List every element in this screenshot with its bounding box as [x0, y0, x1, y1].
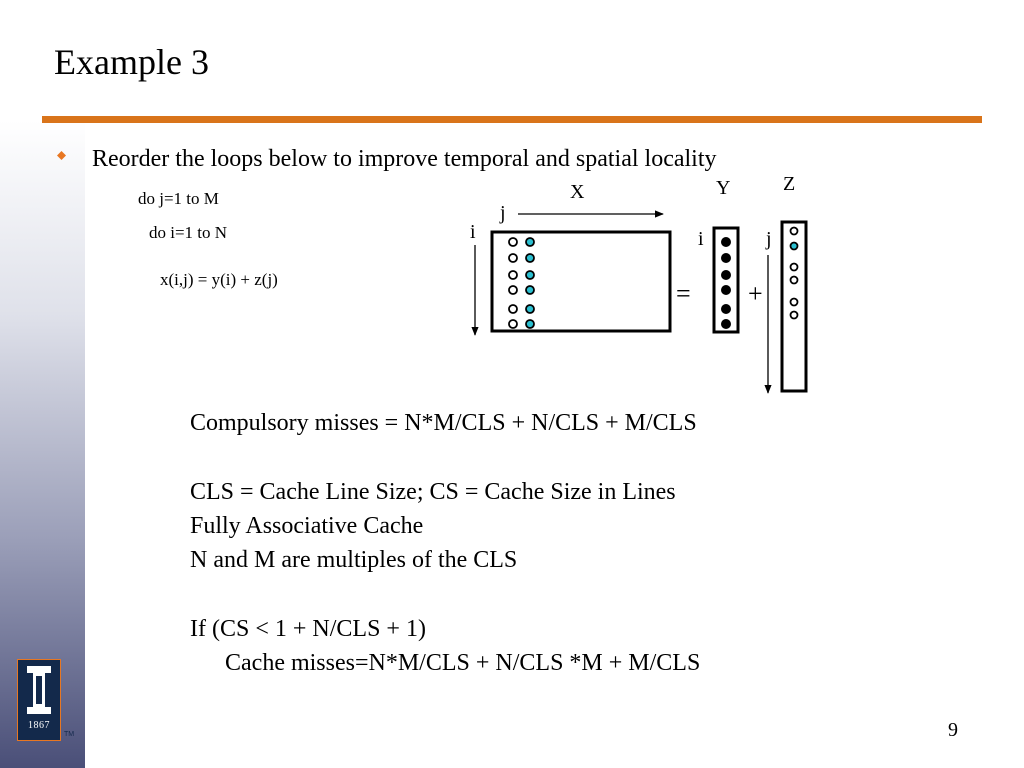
z-vector-dots — [789, 226, 799, 320]
logo-year: 1867 — [28, 720, 50, 731]
matrix-x — [490, 230, 672, 333]
bullet-text: Reorder the loops below to improve tempo… — [92, 146, 717, 172]
university-logo: 1867 — [17, 659, 61, 741]
pillar-icon — [27, 666, 51, 714]
x-column-1-dots — [508, 237, 518, 329]
code-line-statement: x(i,j) = y(i) + z(j) — [160, 270, 278, 289]
code-line-inner-loop: do i=1 to N — [149, 223, 228, 242]
label-x: X — [570, 181, 585, 203]
note-fully-associative: Fully Associative Cache — [190, 513, 424, 539]
code-line-outer-loop: do j=1 to M — [138, 189, 219, 208]
label-i-y: i — [698, 228, 704, 250]
x-column-2-dots — [525, 237, 535, 329]
title-divider — [42, 116, 982, 123]
page-number: 9 — [948, 719, 958, 741]
note-multiples: N and M are multiples of the CLS — [190, 547, 518, 573]
vector-y — [712, 226, 740, 334]
plus-sign: + — [748, 279, 763, 308]
note-compulsory-misses: Compulsory misses = N*M/CLS + N/CLS + M/… — [190, 410, 697, 436]
label-i-left: i — [470, 221, 476, 243]
vector-z — [780, 220, 808, 393]
slide-title: Example 3 — [54, 42, 209, 82]
y-vector-dots — [721, 237, 731, 329]
label-j-top: j — [499, 202, 506, 224]
matrix-diagram: X Y Z j i i j = + — [470, 173, 808, 394]
equals-sign: = — [676, 279, 691, 308]
note-cache-misses: Cache misses=N*M/CLS + N/CLS *M + M/CLS — [225, 650, 701, 676]
trademark-mark: TM — [64, 731, 75, 738]
note-if-condition: If (CS < 1 + N/CLS + 1) — [190, 616, 426, 642]
note-cls-definition: CLS = Cache Line Size; CS = Cache Size i… — [190, 479, 676, 505]
label-j-z: j — [765, 228, 772, 250]
label-z: Z — [783, 173, 795, 195]
diamond-bullet-icon — [57, 151, 66, 160]
label-y: Y — [716, 177, 730, 199]
